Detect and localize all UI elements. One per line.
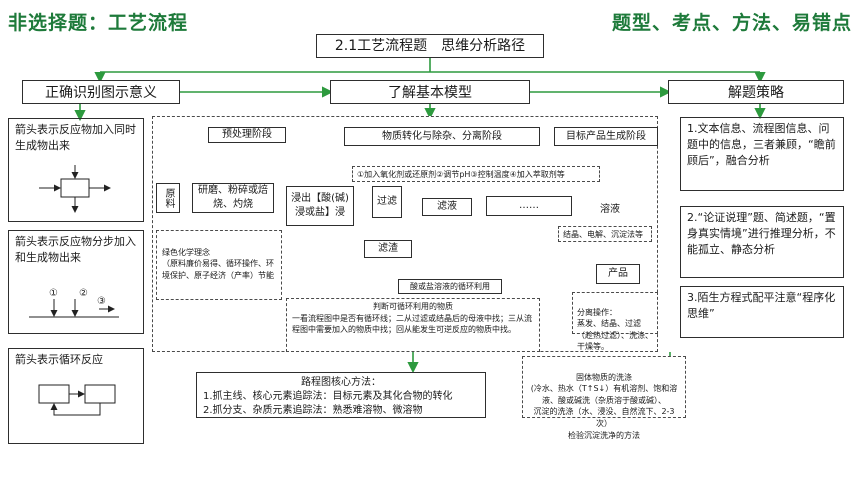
left-panel-2-text: 箭头表示反应物分步加入和生成物出来 (15, 235, 136, 264)
stage-conversion-label: 物质转化与除杂、分离阶段 (382, 130, 502, 142)
green-chemistry-box: 绿色化学理念 （原料廉价易得、循环操作、环境保护、原子经济（产率）节能 (156, 230, 282, 300)
washing-text: 固体物质的洗涤 (冷水、热水（T↑S↓）有机溶剂、饱和溶液、酸或碱洗（杂质溶于酸… (530, 372, 678, 440)
separation-box: 分离操作： 蒸发、结晶、过滤（趁热过滤）、洗涤、干燥等。 (572, 292, 658, 351)
strategy-3: 3.陌生方程式配平注意“程序化思维” (680, 286, 844, 338)
conditions-box: ①加入氧化剂或还原剂②调节pH③控制温度④加入萃取剂等 (352, 166, 600, 182)
strategy-1: 1.文本信息、流程图信息、问题中的信息，三者兼顾，“瞻前顾后”，融合分析 (680, 117, 844, 191)
stage-pretreatment: 预处理阶段 (208, 127, 286, 143)
residue-label: 滤渣 (378, 243, 398, 254)
step-label-1: ① (49, 288, 58, 299)
filtration-label: 过滤 (377, 196, 397, 207)
separation-text: 分离操作： 蒸发、结晶、过滤（趁热过滤）、洗涤、干燥等。 (577, 307, 653, 352)
left-panel-1-text: 箭头表示反应物加入同时生成物出来 (15, 123, 136, 152)
stage-conversion: 物质转化与除杂、分离阶段 (344, 127, 540, 146)
residue-box: 滤渣 (364, 240, 412, 258)
product-label: 产品 (608, 268, 628, 279)
section-center: 了解基本模型 (330, 80, 530, 104)
solution-box: 溶液 (590, 198, 630, 222)
raw-material-label: 原料 (163, 188, 174, 208)
crystallization-box: 结晶、电解、沉淀法等 (558, 226, 652, 242)
core-method-box: 路程图核心方法： 1.抓主线、核心元素追踪法：目标元素及其化合物的转化 2.抓分… (196, 372, 486, 418)
filtration-box: 过滤 (372, 186, 402, 218)
filtrate-box: 滤液 (422, 198, 472, 216)
step-label-2: ② (79, 288, 88, 299)
left-panel-2: 箭头表示反应物分步加入和生成物出来 ① ② ③ (8, 230, 144, 334)
section-right-label: 解题策略 (728, 85, 784, 101)
section-right: 解题策略 (668, 80, 844, 104)
stage-product: 目标产品生成阶段 (554, 127, 658, 146)
intermediate-box: …… (486, 196, 572, 216)
intermediate-label: …… (519, 200, 539, 211)
section-left-label: 正确识别图示意义 (45, 85, 157, 101)
raw-material-box: 原料 (156, 183, 180, 213)
recycle-box: 酸或盐溶液的循环利用 (398, 279, 502, 294)
conditions-text: ①加入氧化剂或还原剂②调节pH③控制温度④加入萃取剂等 (357, 170, 565, 179)
strategy-1-text: 1.文本信息、流程图信息、问题中的信息，三者兼顾，“瞻前顾后”，融合分析 (687, 122, 836, 167)
grinding-label: 研磨、粉碎或焙烧、灼烧 (198, 185, 268, 210)
section-center-label: 了解基本模型 (388, 85, 472, 101)
crystallization-text: 结晶、电解、沉淀法等 (563, 230, 643, 239)
solution-label: 溶液 (600, 204, 620, 215)
main-title: 2.1工艺流程题 思维分析路径 (334, 37, 526, 54)
header-right-title: 题型、考点、方法、易错点 (611, 12, 852, 34)
cycle-diagram (38, 384, 116, 416)
main-title-box: 2.1工艺流程题 思维分析路径 (316, 34, 544, 58)
recycle-label: 酸或盐溶液的循环利用 (410, 281, 490, 291)
header-left-title: 非选择题：工艺流程 (8, 12, 189, 34)
left-panel-3-text: 箭头表示循环反应 (15, 353, 103, 366)
core-method-title: 路程图核心方法： (301, 377, 381, 388)
strategy-2-text: 2.“论证说理”题、简述题，“置身真实情境”进行推理分析，不能孤立、静态分析 (687, 211, 836, 256)
recycle-judge-box: 判断可循环利用的物质 一看流程图中是否有循环线；二从过滤或结晶后的母液中找；三从… (286, 298, 540, 352)
leaching-label: 浸出【酸(碱)浸或盐】浸 (291, 193, 349, 218)
step-label-3: ③ (97, 296, 106, 307)
arrow-step-diagram (29, 299, 119, 318)
strategy-3-text: 3.陌生方程式配平注意“程序化思维” (687, 291, 836, 320)
leaching-box: 浸出【酸(碱)浸或盐】浸 (286, 186, 354, 226)
arrow-cross-diagram (39, 165, 111, 213)
strategy-2: 2.“论证说理”题、简述题，“置身真实情境”进行推理分析，不能孤立、静态分析 (680, 206, 844, 278)
stage-pretreatment-label: 预处理阶段 (222, 129, 272, 140)
recycle-judge-title: 判断可循环利用的物质 (373, 302, 453, 311)
core-method-line2: 2.抓分支、杂质元素追踪法：熟悉难溶物、微溶物 (203, 405, 423, 416)
washing-box: 固体物质的洗涤 (冷水、热水（T↑S↓）有机溶剂、饱和溶液、酸或碱洗（杂质溶于酸… (522, 356, 686, 440)
recycle-judge-body: 一看流程图中是否有循环线；二从过滤或结晶后的母液中找；三从流程图中需要加入的物质… (292, 313, 532, 335)
filtrate-label: 滤液 (437, 201, 457, 212)
green-chemistry-text: 绿色化学理念 （原料廉价易得、循环操作、环境保护、原子经济（产率）节能 (162, 247, 274, 280)
stage-product-label: 目标产品生成阶段 (566, 130, 646, 142)
product-box: 产品 (596, 264, 640, 284)
left-panel-1: 箭头表示反应物加入同时生成物出来 (8, 118, 144, 222)
core-method-line1: 1.抓主线、核心元素追踪法：目标元素及其化合物的转化 (203, 391, 453, 402)
left-panel-3: 箭头表示循环反应 (8, 348, 144, 444)
section-left: 正确识别图示意义 (22, 80, 180, 104)
grinding-box: 研磨、粉碎或焙烧、灼烧 (192, 183, 274, 213)
